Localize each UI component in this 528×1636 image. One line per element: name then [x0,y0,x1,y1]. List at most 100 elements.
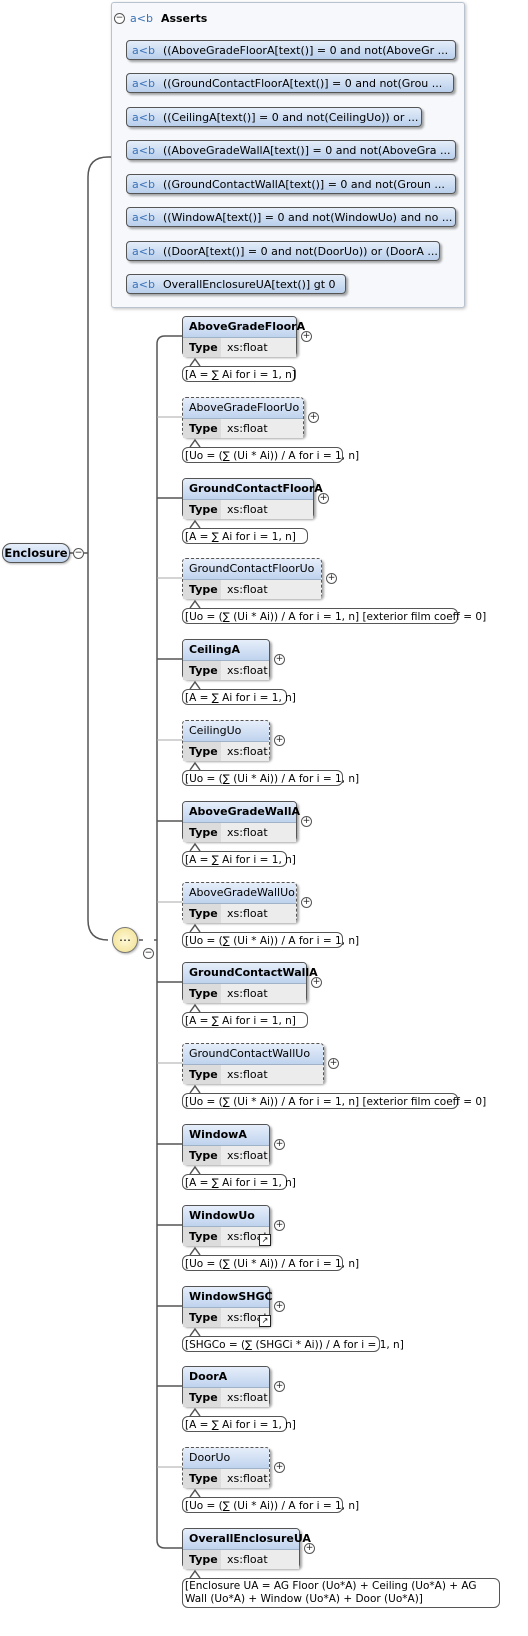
sequence-compositor-icon[interactable]: ⋯ [112,927,138,953]
enclosure-root-element[interactable]: Enclosure [2,543,70,563]
expand-icon[interactable]: + [301,331,312,342]
connector-line [189,1084,201,1094]
expand-icon[interactable]: + [274,1462,285,1473]
type-value: xs:float [221,1550,299,1569]
assert-expression: ((DoorA[text()] = 0 and not(DoorUo)) or … [162,244,438,258]
element-name: OverallEnclosureUA [183,1529,311,1550]
annotation: [Uo = (∑ (Ui * Ai)) / A for i = 1, n] [182,932,359,948]
type-label: Type [183,1308,221,1327]
asserts-title: Asserts [160,11,208,25]
annotation: [Uo = (∑ (Ui * Ai)) / A for i = 1, n] [182,1497,359,1513]
assert-item[interactable]: a<b((AboveGradeWallA[text()] = 0 and not… [126,140,456,160]
connector-line [189,438,201,448]
type-value: xs:float [221,984,306,1003]
expand-icon[interactable]: + [274,735,285,746]
expand-icon[interactable]: + [274,654,285,665]
type-value: xs:float [221,904,296,923]
annotation: [Uo = (∑ (Ui * Ai)) / A for i = 1, n] [182,1255,359,1271]
annotation: [A = ∑ Ai for i = 1, n] [182,851,296,867]
asserts-collapse-icon[interactable]: − [114,12,125,24]
root-collapse-icon[interactable]: − [73,548,84,559]
expand-icon[interactable]: + [274,1301,285,1312]
root-element-name: Enclosure [4,546,68,560]
element-name: GroundContactFloorUo [183,559,321,580]
type-value: xs:float [221,1469,269,1488]
type-label: Type [183,1227,221,1246]
expand-icon[interactable]: + [328,1058,339,1069]
annotation: [Uo = (∑ (Ui * Ai)) / A for i = 1, n] [e… [182,1093,486,1109]
expand-icon[interactable]: + [274,1139,285,1150]
element-name: GroundContactWallUo [183,1044,323,1065]
connector-line [87,156,109,941]
annotation: [A = ∑ Ai for i = 1, n] [182,689,296,705]
expand-icon[interactable]: + [326,573,337,584]
assert-expression: ((CeilingA[text()] = 0 and not(CeilingUo… [162,110,419,124]
connector-line [189,761,201,771]
type-link-icon[interactable]: ↗ [259,1234,271,1246]
type-label: Type [183,1146,221,1165]
expand-icon[interactable]: + [308,412,319,423]
type-value: xs:float [221,1065,323,1084]
expand-icon[interactable]: + [318,493,329,504]
type-value: xs:float [221,1227,269,1246]
type-label: Type [183,1388,221,1407]
type-label: Type [183,1550,221,1569]
type-link-icon[interactable]: ↗ [259,1315,271,1327]
expand-icon[interactable]: + [301,897,312,908]
assert-expression: ((GroundContactWallA[text()] = 0 and not… [162,177,445,191]
connector-line [189,680,201,690]
annotation: [A = ∑ Ai for i = 1, n] [182,1174,296,1190]
type-label: Type [183,580,221,599]
connector-line [189,1165,201,1175]
expand-icon[interactable]: + [311,977,322,988]
type-label: Type [183,984,221,1003]
element-name: CeilingUo [183,721,269,742]
sequence-collapse-icon[interactable]: − [143,948,154,959]
assert-item[interactable]: a<b ((DoorA[text()] = 0 and not(DoorUo)) … [126,241,440,261]
type-value: xs:float [221,661,269,680]
assert-item[interactable]: a<b((WindowA[text()] = 0 and not(WindowU… [126,207,456,227]
type-label: Type [183,1469,221,1488]
assert-icon: a<b [132,244,155,258]
type-label: Type [183,742,221,761]
assert-icon: a<b [132,177,155,191]
expand-icon[interactable]: + [274,1220,285,1231]
connector-line [156,335,166,1549]
annotation: [A = ∑ Ai for i = 1, n] [182,528,308,544]
expand-icon[interactable]: + [304,1543,315,1554]
assert-item[interactable]: a<b((GroundContactFloorA[text()] = 0 and… [126,73,454,93]
assert-item[interactable]: a<b((AboveGradeFloorA[text()] = 0 and no… [126,40,456,60]
element-name: AboveGradeWallA [183,802,300,823]
annotation: [Uo = (∑ (Ui * Ai)) / A for i = 1, n] [e… [182,608,486,624]
connector-line [189,519,201,529]
annotation: [Uo = (∑ (Ui * Ai)) / A for i = 1, n] [182,770,359,786]
annotation: [SHGCo = (∑ (SHGCi * Ai)) / A for i = 1,… [182,1336,404,1352]
assert-item[interactable]: a<b ((GroundContactWallA[text()] = 0 and … [126,174,456,194]
assert-icon: a<b [132,277,155,291]
element-name: AboveGradeFloorUo [183,398,303,419]
annotation: [A = ∑ Ai for i = 1, n] [182,1012,308,1028]
type-value: xs:float [221,1308,269,1327]
annotation: [A = ∑ Ai for i = 1, n] [182,366,296,382]
assert-icon: a<b [132,143,155,157]
assert-item[interactable]: a<b((CeilingA[text()] = 0 and not(Ceilin… [126,107,422,127]
expand-icon[interactable]: + [274,1381,285,1392]
expand-icon[interactable]: + [301,816,312,827]
